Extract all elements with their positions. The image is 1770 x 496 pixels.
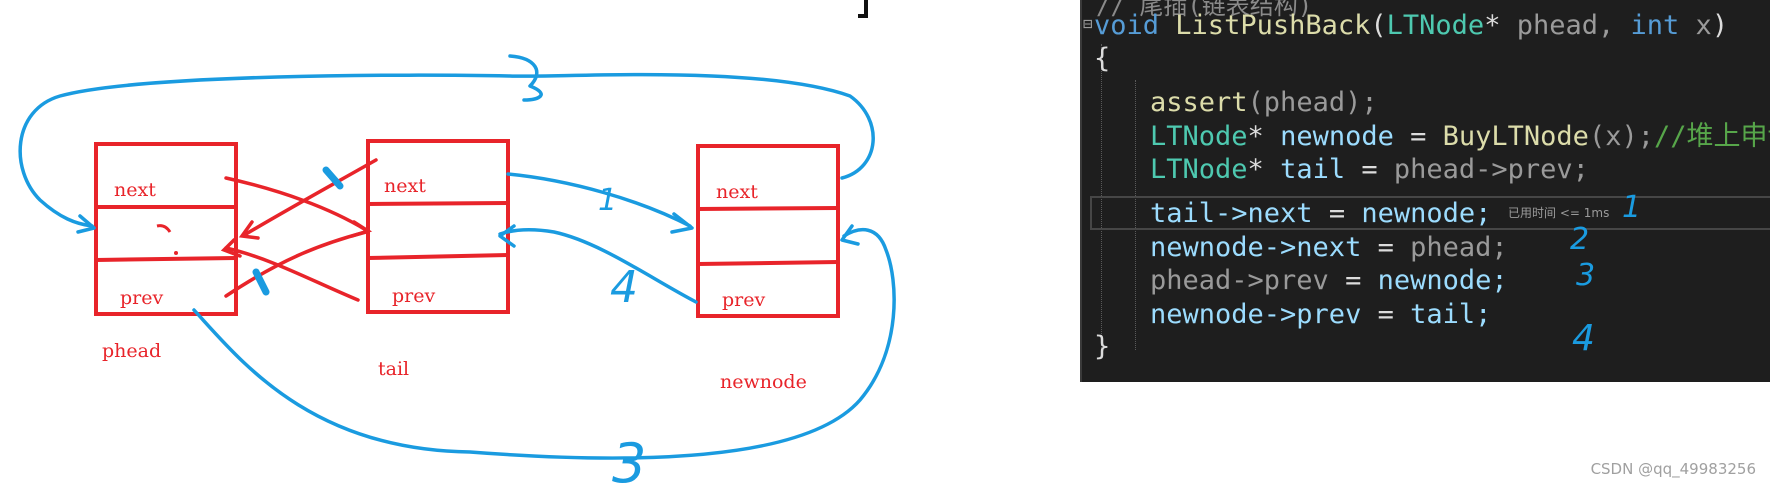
phead-node: next prev phead <box>94 142 238 362</box>
function-signature: void ListPushBack(LTNode* phead, int x) <box>1094 10 1729 41</box>
perf-tip: 已用时间 <= 1ms <box>1508 206 1610 220</box>
annotation-3: 3 <box>612 432 646 495</box>
phead-prev-label: prev <box>120 287 163 309</box>
newnode-node: next prev newnode <box>696 144 840 393</box>
open-brace: { <box>1094 43 1111 74</box>
code-line-assert: assert(phead); <box>1150 87 1378 118</box>
watermark: CSDN @qq_49983256 <box>1590 460 1756 478</box>
indent-guide <box>1101 44 1102 354</box>
step-number-4: 4 <box>1572 318 1595 359</box>
old-links-arrows <box>220 158 378 302</box>
code-line-step-3: phead->prev = newnode; <box>1150 265 1508 296</box>
diagram-step-annotations: 1 4 3 <box>598 183 646 495</box>
step-number-1: 1 <box>1622 190 1642 225</box>
phead-next-label: next <box>114 179 156 201</box>
bracket-fragment <box>858 0 868 18</box>
newnode-next-label: next <box>716 181 758 203</box>
step-number-2: 2 <box>1570 222 1590 257</box>
tail-node: next prev tail <box>366 139 510 380</box>
tail-name: tail <box>378 358 409 380</box>
newnode-prev-label: prev <box>722 289 765 311</box>
new-links-arrows <box>18 54 896 460</box>
code-line-tail: LTNode* tail = phead->prev; <box>1150 154 1589 185</box>
tail-next-label: next <box>384 175 426 197</box>
code-line-newnode: LTNode* newnode = BuyLTNode(x);//堆上申请 <box>1150 121 1770 152</box>
annotation-4: 4 <box>610 262 638 313</box>
phead-name: phead <box>102 340 161 362</box>
code-line-step-1: tail->next = newnode; <box>1150 198 1492 229</box>
code-line-step-2: newnode->next = phead; <box>1150 232 1508 263</box>
annotation-1: 1 <box>598 183 617 218</box>
collapse-icon[interactable]: ⊟ <box>1083 14 1093 33</box>
code-editor[interactable]: // 尾插(链表结构) ⊟ void ListPushBack(LTNode* … <box>1080 0 1770 382</box>
step-number-3: 3 <box>1576 258 1596 293</box>
newnode-name: newnode <box>720 371 807 393</box>
tail-prev-label: prev <box>392 285 435 307</box>
indent-guide <box>1135 80 1136 350</box>
close-brace: } <box>1094 331 1111 362</box>
previous-line-fragment: // 尾插(链表结构) <box>1096 0 1313 20</box>
linked-list-diagram: next prev phead next prev tail next prev… <box>18 0 896 495</box>
current-line-highlight <box>1090 196 1770 230</box>
code-line-step-4: newnode->prev = tail; <box>1150 299 1492 330</box>
